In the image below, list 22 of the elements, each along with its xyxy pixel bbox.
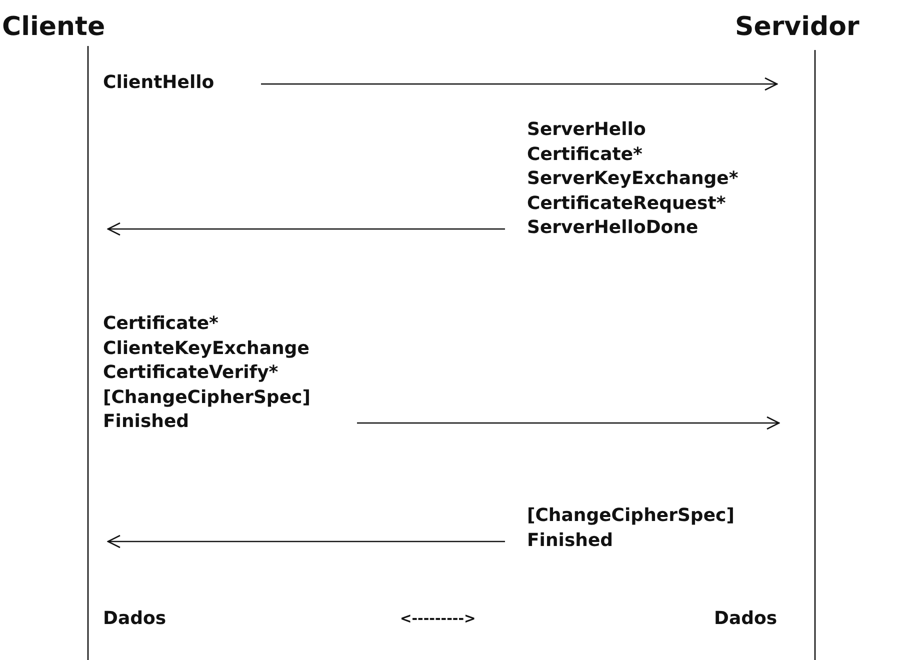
message-label: CertificateRequest* <box>527 192 726 216</box>
lifeline-heading: Cliente <box>2 14 106 40</box>
message-label: Finished <box>527 528 614 552</box>
message-label: ClienteKeyExchange <box>103 336 310 360</box>
message-label: [ChangeCipherSpec] <box>103 386 310 410</box>
message-label: ServerKeyExchange* <box>527 167 738 191</box>
message-label: Certificate* <box>103 312 218 336</box>
message-label: [ChangeCipherSpec] <box>527 504 734 528</box>
message-label: ServerHello <box>527 118 646 142</box>
message-label: Finished <box>103 410 190 434</box>
lifeline-heading: Servidor <box>735 14 860 40</box>
message-arrow <box>357 416 780 430</box>
message-arrow <box>107 222 505 236</box>
data-label: Dados <box>103 610 166 628</box>
data-label: Dados <box>714 610 778 628</box>
message-label: ClientHello <box>103 71 214 95</box>
bidirectional-text-arrow: <---------> <box>400 612 476 626</box>
message-label: Certificate* <box>527 142 642 166</box>
message-arrow <box>261 77 778 91</box>
message-label: CertificateVerify* <box>103 361 278 385</box>
message-arrow <box>107 534 505 548</box>
message-label: ServerHelloDone <box>527 216 698 240</box>
